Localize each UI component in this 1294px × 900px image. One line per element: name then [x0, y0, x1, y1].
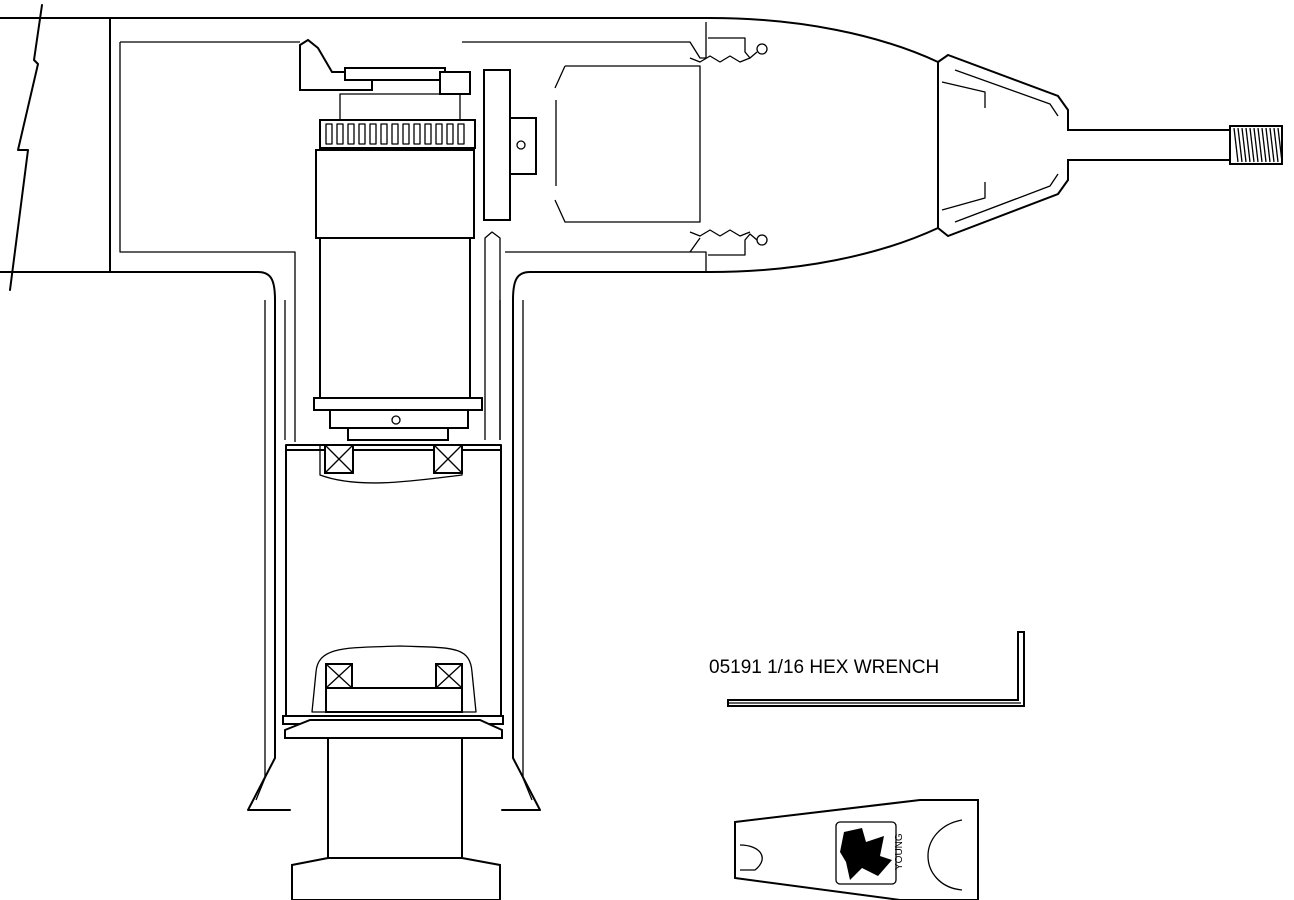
young-logo-icon: [840, 828, 892, 880]
thread-line: [1233, 127, 1239, 163]
spanner-tool: YOUNG: [734, 799, 979, 900]
grip-cup: [285, 449, 502, 721]
gear-tooth: [435, 123, 443, 145]
latch-assembly: [299, 38, 471, 121]
gear-tooth: [369, 123, 377, 145]
sleeve: [554, 65, 701, 223]
break-line: [9, 4, 43, 291]
bearing-upper: [285, 444, 502, 484]
gear-tooth: [336, 123, 344, 145]
thread-line: [1249, 127, 1255, 163]
thread-line: [1269, 127, 1275, 163]
serrated-collar: [689, 37, 768, 256]
mount-flange: [282, 715, 504, 900]
thread-line: [1257, 127, 1263, 163]
gear-tooth: [325, 123, 333, 145]
hex-wrench: 05191 1/16 HEX WRENCH: [709, 631, 1025, 707]
thread-line: [1245, 127, 1251, 163]
hex-wrench-label: 05191 1/16 HEX WRENCH: [709, 657, 939, 678]
gear-tooth: [358, 123, 366, 145]
gear-tooth: [347, 123, 355, 145]
thread-line: [1237, 127, 1243, 163]
front-connector: [937, 53, 1231, 238]
gear-tooth: [457, 123, 465, 145]
signal-wire: [484, 231, 501, 440]
bearing-lower: [311, 645, 477, 713]
thread-line: [1261, 127, 1267, 163]
motor-body: [313, 149, 483, 441]
gear-tooth: [446, 123, 454, 145]
gear-tooth: [391, 123, 399, 145]
threaded-stud: [1229, 125, 1283, 165]
gear-tooth: [380, 123, 388, 145]
thread-line: [1241, 127, 1247, 163]
thread-line: [1277, 127, 1283, 163]
thread-line: [1253, 127, 1259, 163]
thread-line: [1265, 127, 1271, 163]
thread-line: [1273, 127, 1279, 163]
gear-wheel: [319, 119, 476, 149]
gear-tooth: [413, 123, 421, 145]
spanner-logo-text: YOUNG: [894, 833, 905, 870]
gear-tooth: [402, 123, 410, 145]
gear-tooth: [424, 123, 432, 145]
encoder-disk: [483, 69, 537, 221]
